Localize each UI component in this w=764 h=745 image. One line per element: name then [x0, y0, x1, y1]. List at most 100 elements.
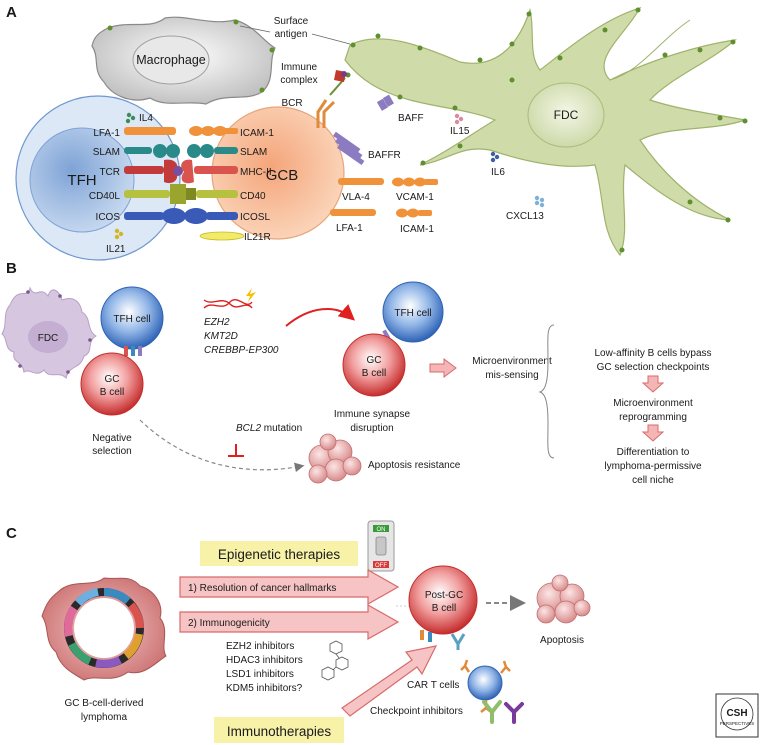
baff-icon	[376, 94, 394, 111]
bcl2-mutation-label: BCL2 mutation	[236, 423, 302, 434]
block-arrow-down-2	[641, 424, 665, 442]
il4-icon	[125, 112, 136, 124]
il15-icon	[454, 113, 464, 125]
panel-c-letter: C	[6, 525, 17, 542]
bcl2-gene: BCL2	[236, 423, 261, 434]
gc-bcell-disrupted-label-2: B cell	[362, 368, 386, 379]
icos-icosl-pair	[124, 208, 238, 224]
antibody-purple-icon	[504, 702, 524, 724]
reprogramming-label-2: reprogramming	[619, 412, 687, 423]
tfh-receptor-cd40l: CD40L	[89, 191, 121, 202]
panel-a-letter: A	[6, 4, 17, 21]
apoptosis-cluster-c	[536, 574, 591, 624]
switch-off-label: OFF	[375, 563, 387, 569]
gcb-receptor-icosl: ICOSL	[240, 212, 270, 223]
gc-bcell-b-label-2: B cell	[100, 387, 124, 398]
mutation-kmt2d: KMT2D	[204, 331, 238, 342]
epigenetic-therapies-label: Epigenetic therapies	[218, 547, 341, 562]
icam1-fdc-label: ICAM-1	[400, 224, 434, 235]
il4-label: IL4	[139, 113, 153, 124]
bcr-receptor	[316, 99, 336, 128]
synapse-label-2: disruption	[350, 423, 393, 434]
gcb-receptor-slam: SLAM	[240, 147, 267, 158]
inhibitor-hdac3: HDAC3 inhibitors	[226, 655, 303, 666]
immunotherapies-box	[214, 717, 344, 743]
icam1-fdc-receptor	[396, 208, 432, 218]
cxcl13-icon	[534, 195, 545, 208]
epigenetic-therapies-box	[200, 541, 358, 566]
surface-antigen-label-1: Surface	[274, 16, 309, 27]
tcr-mhc-complex	[124, 159, 238, 184]
microenv-missensing-1: Microenvironment	[472, 356, 552, 367]
tfh-cell-disrupted: TFH cell	[382, 281, 444, 343]
tfh-receptor-slam: SLAM	[93, 147, 120, 158]
macrophage-cell: Macrophage	[91, 16, 276, 105]
dna-mutation-icon	[203, 299, 253, 309]
tfh-receptor-icos: ICOS	[96, 212, 121, 223]
inhibition-bar	[228, 444, 244, 457]
negative-selection-2: selection	[92, 446, 131, 457]
tfh-cell-b-label: TFH cell	[113, 314, 150, 325]
bcl2-suffix: mutation	[261, 423, 302, 434]
tfh-cell-a: TFH	[15, 95, 181, 261]
gcb-receptor-icam1: ICAM-1	[240, 128, 274, 139]
pointer-line	[311, 33, 351, 45]
immune-complex-label-1: Immune	[281, 62, 318, 73]
fdc-b-label: FDC	[38, 333, 59, 344]
car-t-label: CAR T cells	[407, 680, 459, 691]
il21-label: IL21	[106, 244, 126, 255]
block-arrow-down-1	[641, 375, 665, 393]
reprogramming-label-1: Microenvironment	[613, 398, 693, 409]
il6-label: IL6	[491, 167, 505, 178]
lymphoma-cell	[41, 577, 167, 681]
tfh-receptor-tcr: TCR	[99, 167, 120, 178]
immune-complex-label-2: complex	[280, 75, 317, 86]
post-gc-receptors	[420, 630, 466, 650]
apoptosis-label: Apoptosis	[540, 635, 584, 646]
lymphoma-label-1: GC B-cell-derived	[65, 698, 144, 709]
synapse-label-1: Immune synapse	[334, 409, 411, 420]
mutation-crebbp: CREBBP-EP300	[204, 345, 279, 356]
post-gc-label-1: Post-GC	[425, 590, 463, 601]
il6-icon	[490, 151, 500, 163]
gcb-receptor-il21r: IL21R	[244, 232, 271, 243]
arrow-resolution	[179, 568, 400, 606]
niche-label-3: cell niche	[632, 475, 674, 486]
immune-complex-icon	[329, 70, 347, 96]
arrow-immunogenicity	[179, 603, 400, 641]
vcam1-receptor	[392, 177, 438, 187]
lfa1-receptor	[124, 127, 176, 135]
gc-bcell-disrupted-label-1: GC	[367, 355, 382, 366]
vla4-receptor	[338, 178, 384, 185]
macrophage-label: Macrophage	[136, 53, 206, 67]
apoptosis-resistance-label: Apoptosis resistance	[368, 460, 461, 471]
brace	[538, 324, 555, 459]
apoptotic-cell-cluster	[308, 433, 362, 484]
niche-label-2: lymphoma-permissive	[604, 461, 702, 472]
lfa1-fdc-receptor	[330, 209, 376, 216]
tfh-cell-b: TFH cell	[100, 286, 164, 350]
csh-perspectives-logo: CSH PERSPECTIVES	[715, 693, 759, 738]
antibody-green-icon	[482, 700, 502, 724]
lfa1-fdc-label: LFA-1	[336, 223, 363, 234]
tfh-label: TFH	[67, 172, 96, 189]
arrow-immunogenicity-label: 2) Immunogenicity	[188, 618, 270, 629]
arrow-immunotherapy	[341, 645, 438, 717]
gc-bcell-disrupted: GC B cell	[342, 333, 406, 397]
gcb-label: GCB	[266, 167, 299, 184]
lymphoma-label-2: lymphoma	[81, 712, 128, 723]
dashed-arrow-apoptosis	[139, 419, 305, 473]
switch-on-label: ON	[377, 527, 386, 533]
gc-bcell-b: GC B cell	[80, 352, 144, 416]
post-gc-bcell: Post-GC B cell	[408, 565, 478, 635]
cd40-cd40l-pair	[124, 184, 238, 204]
mutation-ezh2: EZH2	[204, 317, 230, 328]
fdc-nucleus	[527, 82, 605, 148]
tfh-cell-disrupted-label: TFH cell	[394, 308, 431, 319]
mutation-arrow	[285, 304, 356, 327]
niche-label-1: Differentiation to	[617, 447, 690, 458]
bypass-label-2: GC selection checkpoints	[597, 362, 710, 373]
gcb-receptor-cd40: CD40	[240, 191, 266, 202]
il21r-receptor	[199, 231, 245, 241]
